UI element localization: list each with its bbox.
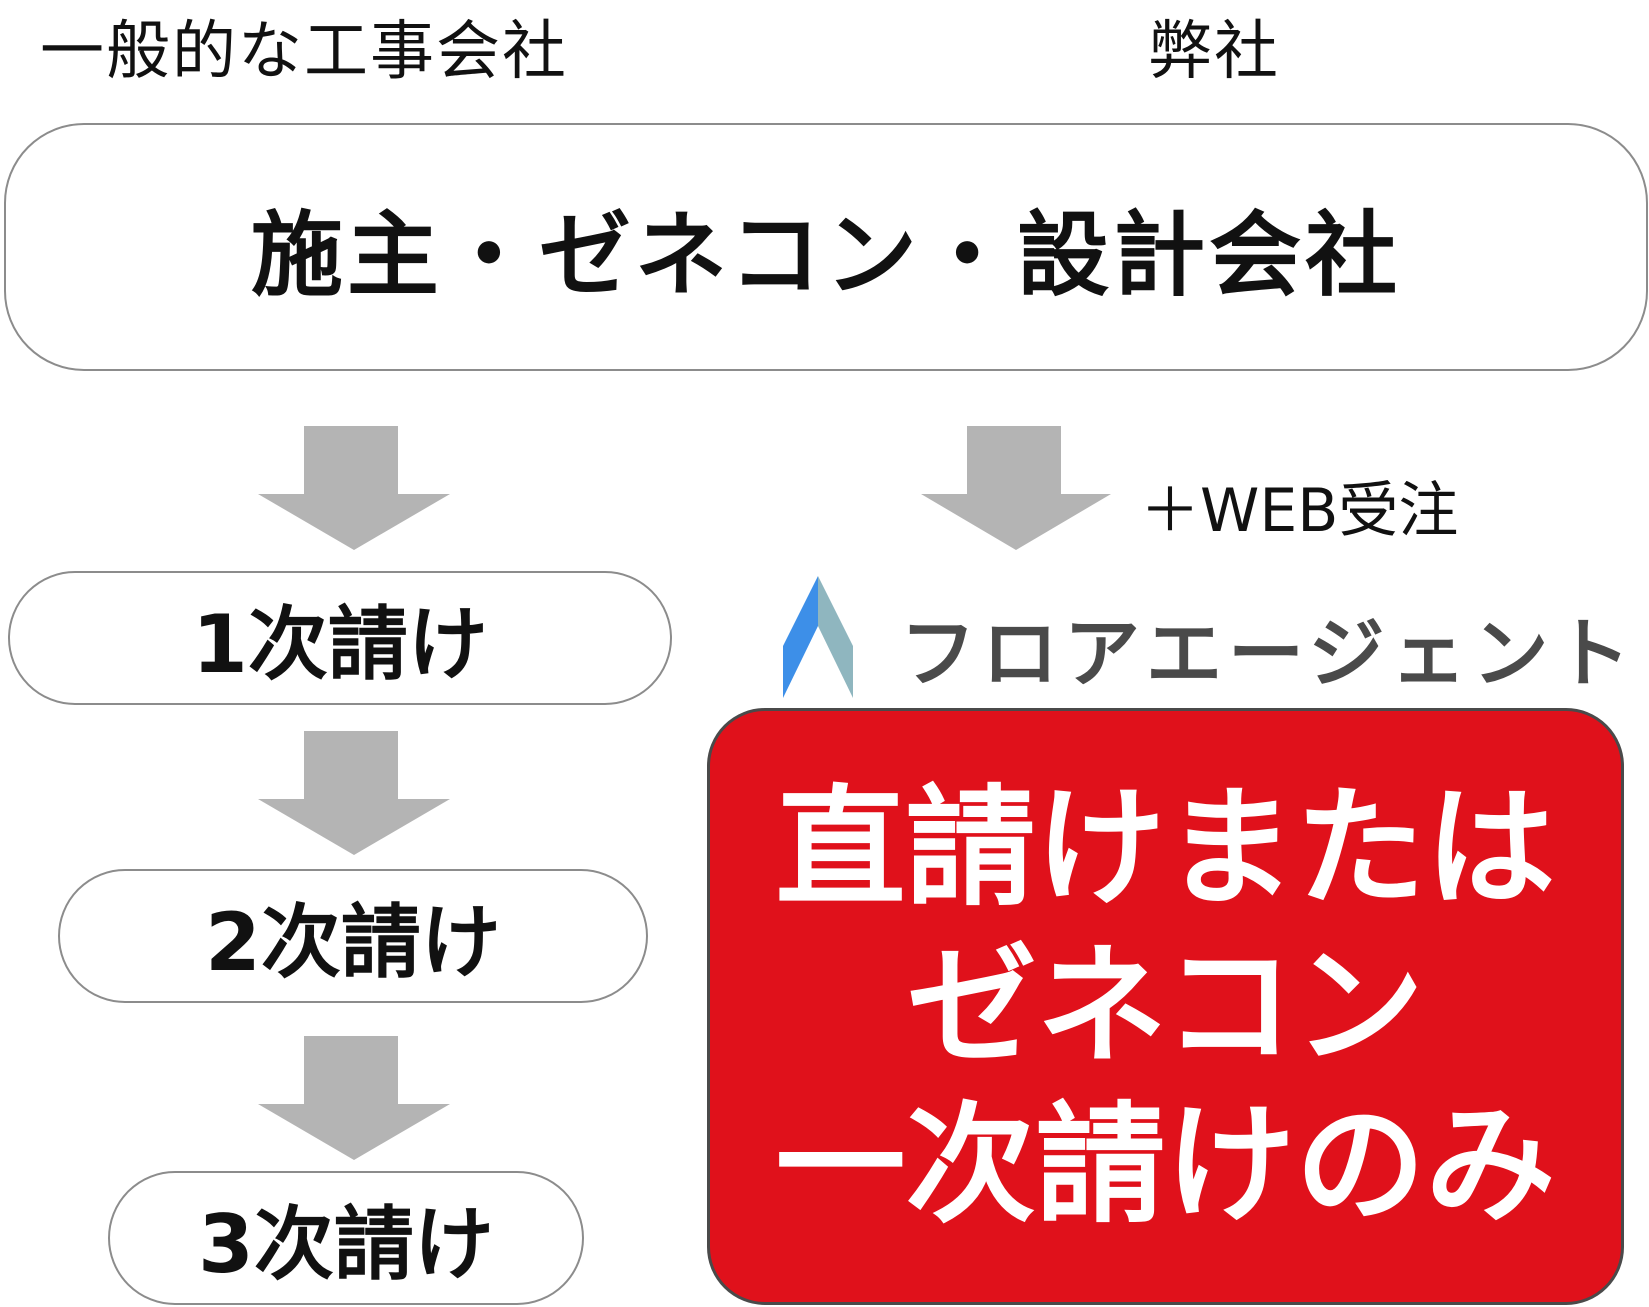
tier-1-label: 1次請け xyxy=(192,598,488,691)
client-box: 施主・ゼネコン・設計会社 xyxy=(4,123,1648,371)
tier-1-box: 1次請け xyxy=(8,571,672,705)
web-orders-note: ＋WEB受注 xyxy=(1140,476,1459,546)
blue-teal-peak-logo-icon xyxy=(783,576,853,698)
result-line-2: ゼネコン xyxy=(906,930,1425,1083)
result-line-1: 直請けまたは xyxy=(775,771,1556,924)
brand-name: フロアエージェント xyxy=(900,609,1637,698)
header-general-companies: 一般的な工事会社 xyxy=(40,15,568,89)
down-arrow-icon xyxy=(258,731,450,855)
down-arrow-icon xyxy=(258,1036,450,1160)
tier-3-box: 3次請け xyxy=(108,1171,584,1305)
header-our-company: 弊社 xyxy=(1148,15,1280,89)
direct-contract-box: 直請けまたは ゼネコン 一次請けのみ xyxy=(707,708,1624,1305)
down-arrow-icon xyxy=(921,426,1111,550)
down-arrow-icon xyxy=(258,426,450,550)
tier-3-label: 3次請け xyxy=(198,1198,494,1291)
tier-2-label: 2次請け xyxy=(205,896,501,989)
result-line-3: 一次請けのみ xyxy=(775,1088,1556,1241)
client-box-label: 施主・ゼネコン・設計会社 xyxy=(250,201,1402,309)
tier-2-box: 2次請け xyxy=(58,869,648,1003)
